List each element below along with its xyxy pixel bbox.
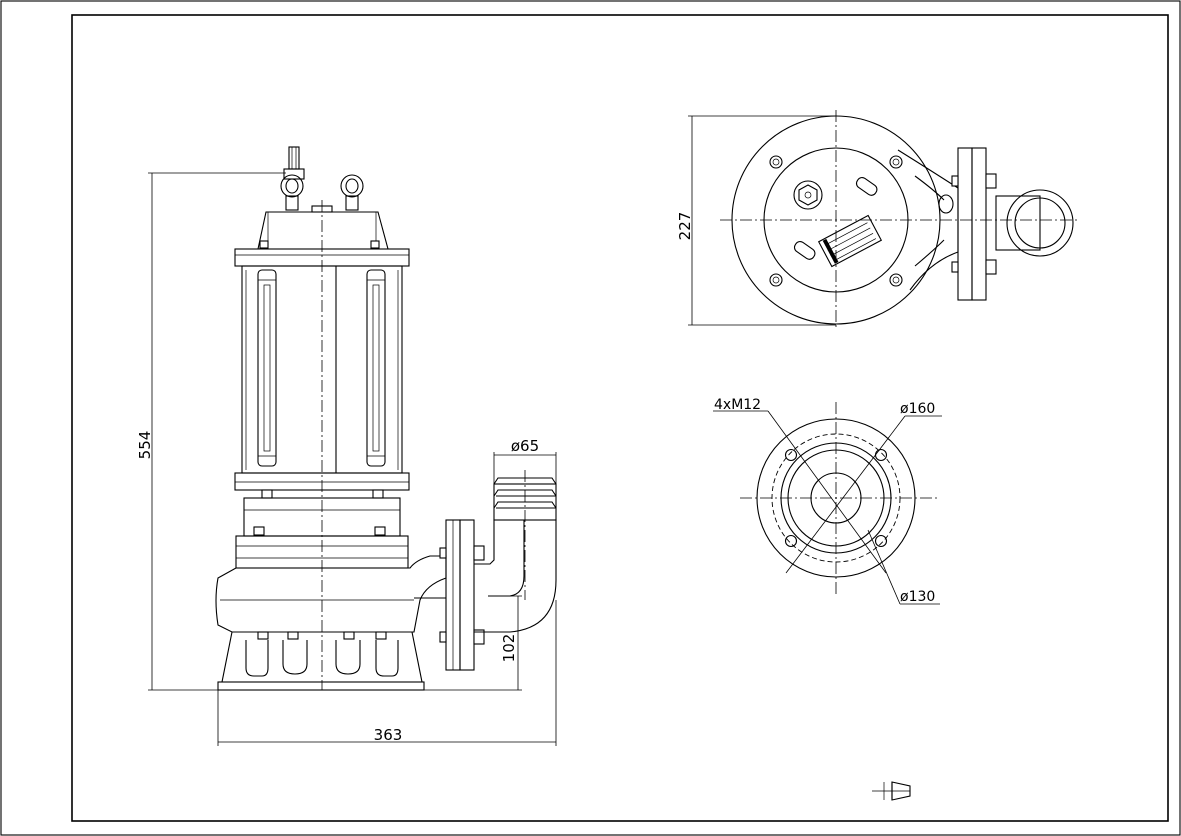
flange-outer-diameter-label: ø160 (900, 401, 935, 417)
cable-gland-top (793, 180, 823, 210)
dimension-overall-width: 363 (374, 726, 403, 744)
outlet-pipe-end (1006, 189, 1074, 257)
lifting-eye-right (340, 174, 364, 211)
nameplate (817, 214, 883, 268)
projection-symbol-icon (872, 781, 911, 801)
flange-bolt-circle-label: ø130 (900, 589, 935, 605)
dimension-overall-height: 554 (136, 431, 154, 460)
dimension-outlet-height: 102 (500, 634, 518, 663)
flange-bolts-label: 4xM12 (714, 397, 761, 413)
dimension-outlet-diameter: ø65 (511, 437, 539, 455)
plan-view: 227 (676, 110, 1080, 330)
dimension-plan-width: 227 (676, 212, 694, 241)
lifting-eye-left (280, 174, 304, 211)
cable-gland (283, 146, 305, 180)
outlet-elbow (474, 519, 557, 633)
motor-cover (257, 211, 389, 250)
front-view: 554 363 102 ø65 (136, 146, 557, 746)
volute-casing (215, 555, 447, 633)
flange-detail: 4xM12 ø160 ø130 (713, 397, 942, 605)
flange-bolt-circle (771, 433, 901, 563)
drawing-frame (71, 14, 1169, 822)
flange-outer-circle (756, 418, 916, 578)
bottom-flange (234, 472, 410, 491)
